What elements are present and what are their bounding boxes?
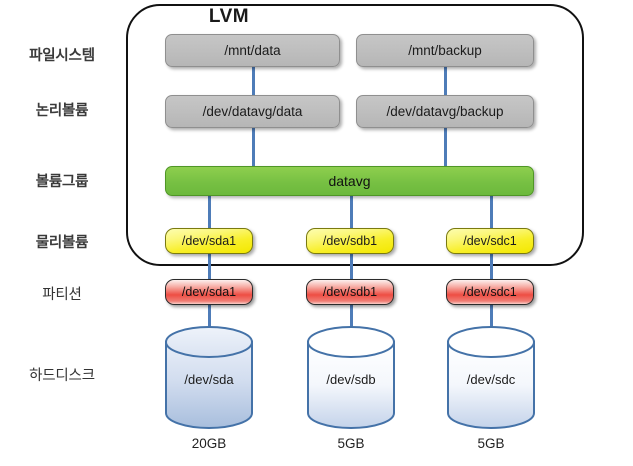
hard-disk-label-sdc: /dev/sdc <box>466 372 516 387</box>
connector-vg-pv-2 <box>350 196 353 228</box>
cylinder-shape-sdc <box>447 326 535 429</box>
connector-pv-part-1 <box>208 254 211 284</box>
disk-capacity-sda: 20GB <box>191 436 227 451</box>
filesystem-box-mnt-backup[interactable]: /mnt/backup <box>356 34 534 67</box>
connector-lv-vg-2 <box>444 128 447 166</box>
row-label-logical-volume: 논리볼륨 <box>35 103 89 119</box>
partition-box-sda1[interactable]: /dev/sda1 <box>165 279 253 305</box>
filesystem-box-mnt-data[interactable]: /mnt/data <box>165 34 340 67</box>
disk-capacity-sdc: 5GB <box>477 436 505 451</box>
connector-lv-vg-1 <box>252 128 255 166</box>
hard-disk-label-sdb: /dev/sdb <box>326 372 376 387</box>
physical-volume-box-sdb1[interactable]: /dev/sdb1 <box>306 228 394 254</box>
row-label-hard-disk: 하드디스크 <box>29 368 95 384</box>
connector-fs-lv-1 <box>252 66 255 96</box>
hard-disk-cylinder-sdc[interactable]: /dev/sdc <box>445 325 537 430</box>
partition-box-sdc1[interactable]: /dev/sdc1 <box>446 279 534 305</box>
hard-disk-label-sda: /dev/sda <box>184 372 234 387</box>
connector-fs-lv-2 <box>444 66 447 96</box>
hard-disk-cylinder-sda[interactable]: /dev/sda <box>163 325 255 430</box>
row-label-physical-volume: 물리볼륨 <box>35 235 89 251</box>
cylinder-shape-sdb <box>307 326 395 429</box>
partition-box-sdb1[interactable]: /dev/sdb1 <box>306 279 394 305</box>
connector-part-disk-3 <box>490 305 493 327</box>
lvm-boundary <box>126 4 584 266</box>
disk-capacity-sdb: 5GB <box>337 436 365 451</box>
connector-pv-part-3 <box>490 254 493 284</box>
volume-group-box-datavg[interactable]: datavg <box>165 166 534 196</box>
connector-part-disk-1 <box>208 305 211 327</box>
connector-vg-pv-3 <box>490 196 493 228</box>
row-label-volume-group: 볼륨그룹 <box>35 174 89 190</box>
row-label-filesystem: 파일시스템 <box>29 48 95 64</box>
cylinder-shape-sda <box>165 326 253 429</box>
logical-volume-box-backup[interactable]: /dev/datavg/backup <box>356 95 534 128</box>
connector-vg-pv-1 <box>208 196 211 228</box>
physical-volume-box-sdc1[interactable]: /dev/sdc1 <box>446 228 534 254</box>
row-label-partition: 파티션 <box>42 287 82 303</box>
physical-volume-box-sda1[interactable]: /dev/sda1 <box>165 228 253 254</box>
connector-part-disk-2 <box>350 305 353 327</box>
logical-volume-box-data[interactable]: /dev/datavg/data <box>165 95 340 128</box>
lvm-title: LVM <box>208 6 250 27</box>
connector-pv-part-2 <box>350 254 353 284</box>
hard-disk-cylinder-sdb[interactable]: /dev/sdb <box>305 325 397 430</box>
